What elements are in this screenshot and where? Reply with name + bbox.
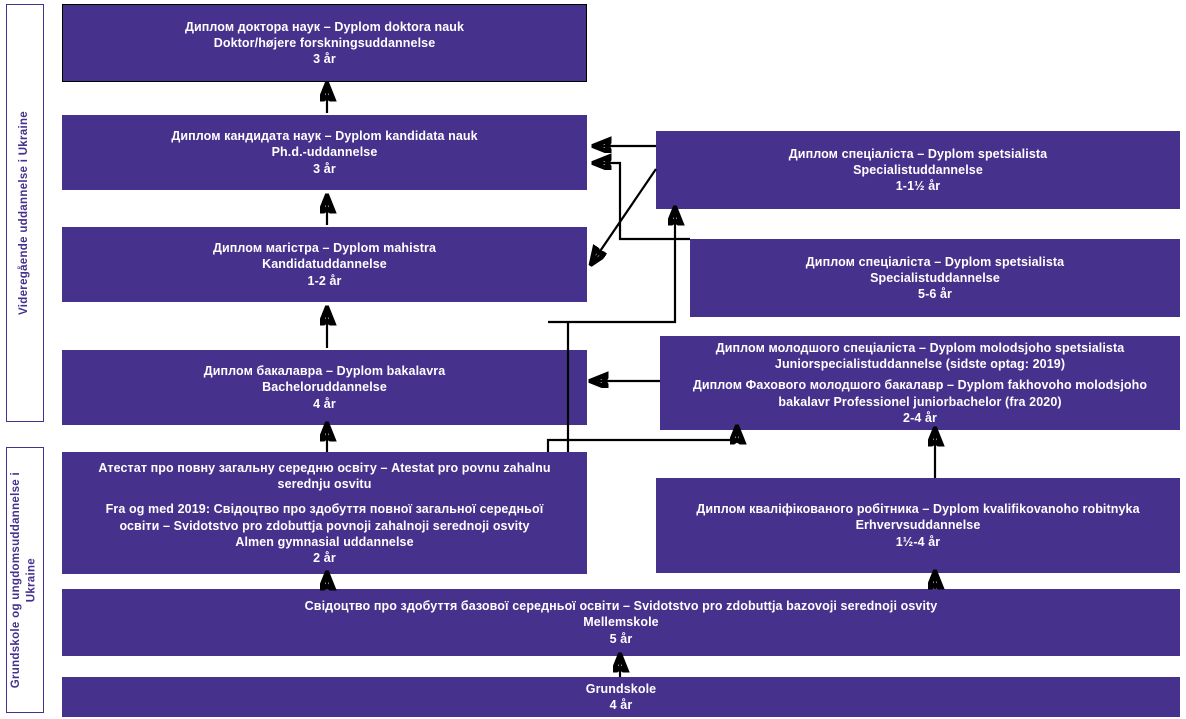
box-spetsialista-short[interactable]: Диплом спеціаліста – Dyplom spetsialista… — [656, 131, 1180, 209]
box-molodsjoho-spetsialista-line5: 2-4 år — [903, 410, 937, 425]
box-kandidata-nauk[interactable]: Диплом кандидата наук – Dyplom kandidata… — [62, 115, 587, 190]
box-mahistra[interactable]: Диплом магістра – Dyplom mahistra Kandid… — [62, 227, 587, 302]
box-bakalavra[interactable]: Диплом бакалавра – Dyplom bakalavra Bach… — [62, 350, 587, 425]
box-atestat-line5: Almen gymnasial uddannelse — [235, 534, 414, 549]
box-mahistra-line1: Диплом магістра – Dyplom mahistra — [212, 241, 437, 256]
arrow-bakalavra-to-spetsialista-short — [548, 209, 675, 324]
box-kandidata-nauk-line3: 3 år — [313, 161, 336, 176]
box-atestat[interactable]: Атестат про повну загальну середню освіт… — [62, 452, 587, 574]
box-spetsialista-long-line2: Specialistuddannelse — [870, 270, 1000, 285]
box-svidotstvo-bazovoji-line3: 5 år — [609, 631, 633, 646]
box-molodsjoho-spetsialista-line3: Диплом Фахового молодшого бакалавр – Dyp… — [692, 378, 1148, 393]
box-kvalifikovanoho-robitnyka-line3: 1½-4 år — [895, 534, 941, 549]
box-atestat-line3: Fra og med 2019: Свідоцтво про здобуття … — [105, 502, 544, 517]
arrow-spetsialista-short-to-mahistra — [592, 168, 657, 263]
box-svidotstvo-bazovoji-line1: Свідоцтво про здобуття базової середньої… — [304, 599, 938, 614]
box-grundskole-line2: 4 år — [609, 698, 633, 712]
box-kvalifikovanoho-robitnyka[interactable]: Диплом кваліфікованого робітника – Dyplo… — [656, 478, 1180, 573]
box-spetsialista-long-line1: Диплом спеціаліста – Dyplom spetsialista — [805, 254, 1065, 269]
box-molodsjoho-spetsialista[interactable]: Диплом молодшого спеціаліста – Dyplom mo… — [660, 336, 1180, 430]
box-svidotstvo-bazovoji-line2: Mellemskole — [583, 615, 659, 630]
box-molodsjoho-spetsialista-line1: Диплом молодшого спеціаліста – Dyplom mo… — [715, 341, 1125, 355]
box-molodsjoho-spetsialista-line4: bakalavr Professionel juniorbachelor (fr… — [778, 394, 1062, 409]
box-mahistra-line2: Kandidatuddannelse — [262, 257, 387, 272]
box-spetsialista-short-line3: 1-1½ år — [895, 179, 941, 194]
box-doktor-nauk-line1: Диплом доктора наук – Dyplom doktora nau… — [184, 19, 465, 34]
box-grundskole-line1: Grundskole — [585, 681, 657, 696]
box-kandidata-nauk-line2: Ph.d.-uddannelse — [271, 145, 378, 160]
box-spetsialista-short-line2: Specialistuddannelse — [853, 162, 983, 177]
box-grundskole[interactable]: Grundskole 4 år — [62, 677, 1180, 717]
box-bakalavra-line2: Bacheloruddannelse — [262, 380, 387, 395]
box-bakalavra-line3: 4 år — [313, 396, 336, 411]
box-atestat-line6: 2 år — [313, 551, 336, 565]
box-spetsialista-short-line1: Диплом спеціаліста – Dyplom spetsialista — [788, 146, 1048, 161]
box-bakalavra-line1: Диплом бакалавра – Dyplom bakalavra — [203, 364, 446, 379]
box-atestat-line2: serednju osvitu — [277, 477, 372, 491]
box-doktor-nauk-line3: 3 år — [313, 52, 336, 67]
box-kandidata-nauk-line1: Диплом кандидата наук – Dyplom kandidata… — [171, 129, 478, 144]
arrow-atestat-to-molodsjoho — [546, 428, 737, 452]
sidebar-school-education: Grundskole og ungdomsuddannelse i Ukrain… — [6, 447, 44, 713]
box-kvalifikovanoho-robitnyka-line1: Диплом кваліфікованого робітника – Dyplo… — [696, 502, 1140, 517]
box-atestat-line4: освіти – Svidotstvo pro zdobuttja povnoj… — [119, 518, 530, 533]
arrow-spetsialista-long-to-kandidata — [595, 163, 690, 241]
box-molodsjoho-spetsialista-line2: Juniorspecialistuddannelse (sidste optag… — [774, 357, 1066, 372]
box-mahistra-line3: 1-2 år — [307, 273, 342, 288]
box-spetsialista-long-line3: 5-6 år — [918, 287, 952, 302]
box-kvalifikovanoho-robitnyka-line2: Erhvervsuddannelse — [855, 518, 981, 533]
box-doktor-nauk-line2: Doktor/højere forskningsuddannelse — [213, 35, 436, 50]
sidebar-higher-education: Videregående uddannelse i Ukraine — [6, 4, 44, 422]
box-svidotstvo-bazovoji[interactable]: Свідоцтво про здобуття базової середньої… — [62, 589, 1180, 656]
box-spetsialista-long[interactable]: Диплом спеціаліста – Dyplom spetsialista… — [690, 239, 1180, 317]
box-atestat-line1: Атестат про повну загальну середню освіт… — [98, 460, 551, 475]
